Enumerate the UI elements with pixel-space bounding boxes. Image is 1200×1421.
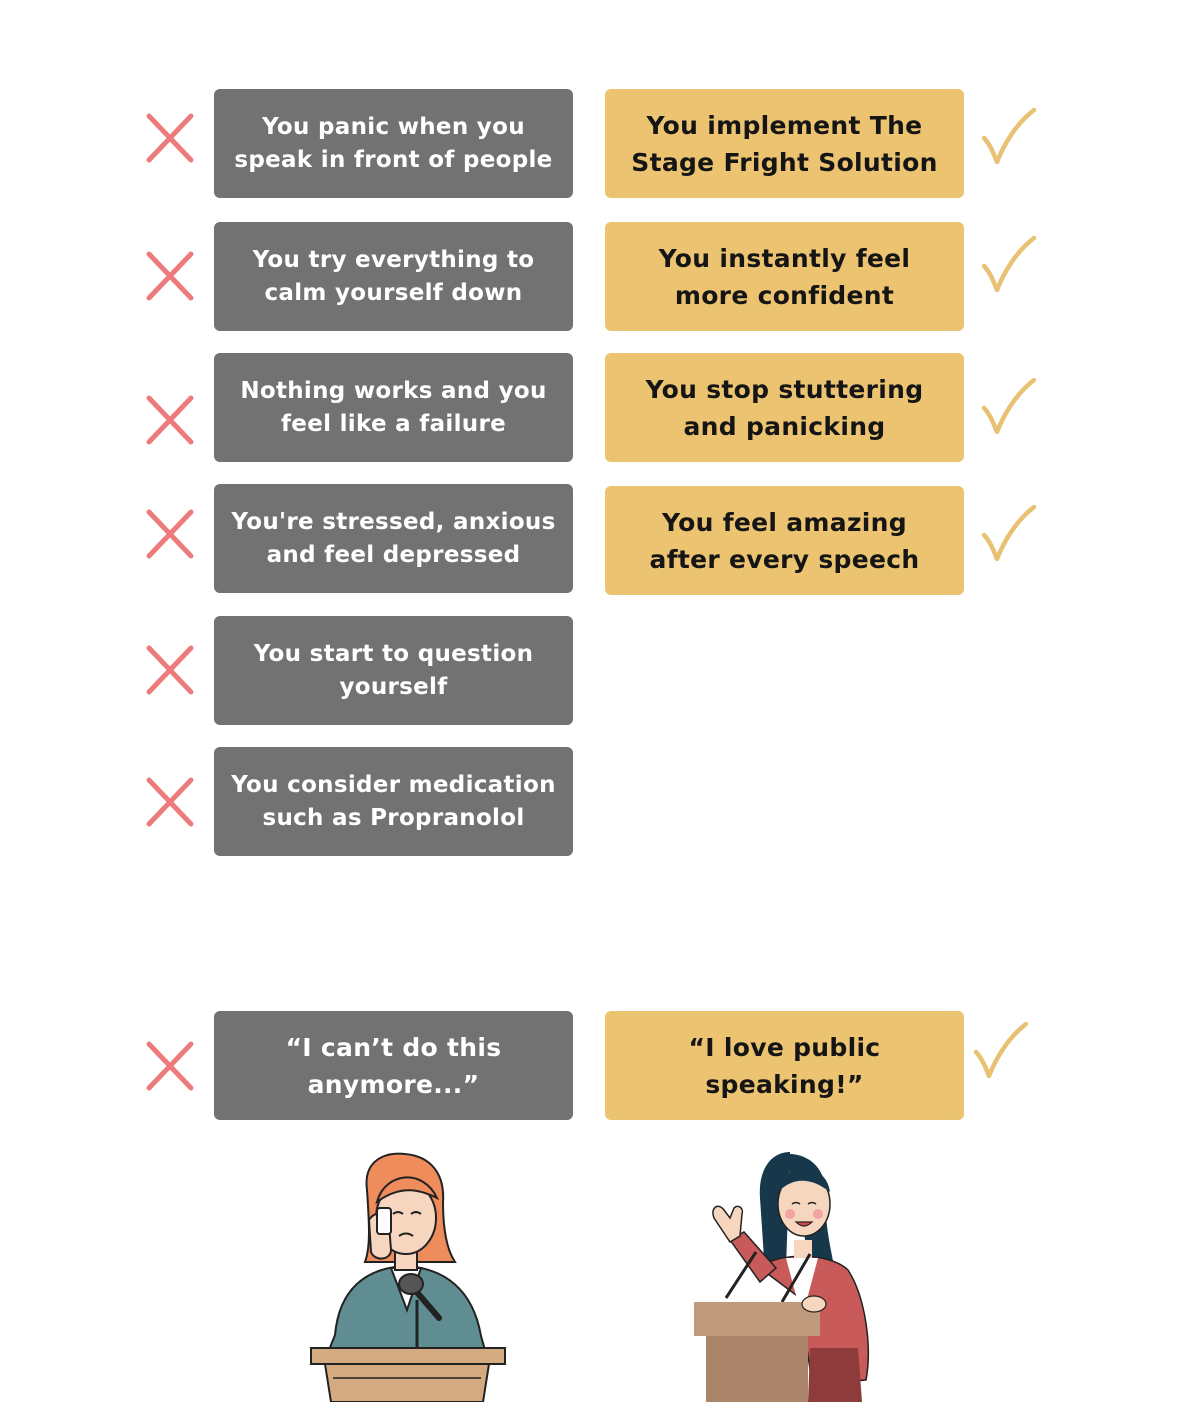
cross-icon [142, 642, 198, 698]
positive-statement-4: You feel amazing after every speech [605, 486, 964, 595]
cross-icon [142, 774, 198, 830]
positive-statement-3: You stop stuttering and panicking [605, 353, 964, 462]
positive-statement-2: You instantly feel more confident [605, 222, 964, 331]
negative-statement-4: You're stressed, anxious and feel depres… [214, 484, 573, 593]
negative-statement-3: Nothing works and you feel like a failur… [214, 353, 573, 462]
check-icon [980, 378, 1036, 434]
check-icon [980, 108, 1036, 164]
check-icon [980, 236, 1036, 292]
positive-quote: “I love public speaking!” [605, 1011, 964, 1120]
negative-statement-5: You start to question yourself [214, 616, 573, 725]
negative-statement-6: You consider medication such as Proprano… [214, 747, 573, 856]
cross-icon [142, 248, 198, 304]
cross-icon [142, 1038, 198, 1094]
check-icon [972, 1022, 1028, 1078]
positive-statement-1: You implement The Stage Fright Solution [605, 89, 964, 198]
cross-icon [142, 110, 198, 166]
anxious-speaker-illustration [305, 1150, 510, 1402]
cross-icon [142, 392, 198, 448]
cross-icon [142, 506, 198, 562]
negative-statement-2: You try everything to calm yourself down [214, 222, 573, 331]
check-icon [980, 505, 1036, 561]
negative-statement-1: You panic when you speak in front of peo… [214, 89, 573, 198]
negative-quote: “I can’t do this anymore...” [214, 1011, 573, 1120]
confident-speaker-illustration [690, 1148, 880, 1402]
